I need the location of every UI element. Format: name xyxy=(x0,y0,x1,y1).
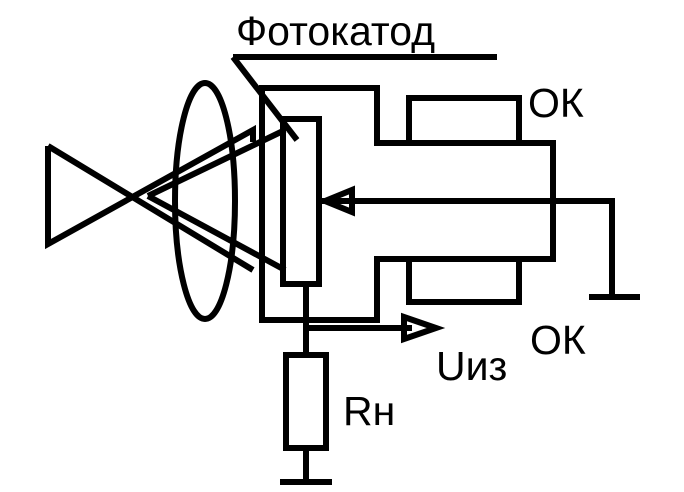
deflection-coil-top-label: ОК xyxy=(528,80,584,126)
output-voltage-label: Uиз xyxy=(436,343,507,389)
photocathode-label: Фотокатод xyxy=(236,8,435,54)
deflection-coil-top xyxy=(406,95,522,143)
lens xyxy=(172,80,238,322)
object-arrow xyxy=(45,124,256,273)
load-resistor xyxy=(283,352,329,451)
photocathode-plate xyxy=(280,116,322,287)
deflection-coil-bottom-label: ОК xyxy=(530,317,586,363)
deflection-coil-bottom xyxy=(406,259,522,305)
photocathode-leader xyxy=(230,54,497,142)
load-resistor-label: Rн xyxy=(343,388,395,434)
tube-envelope xyxy=(259,85,556,323)
electrode-wire xyxy=(322,198,615,297)
electrode-arrowhead xyxy=(317,185,355,217)
output-arrowhead xyxy=(401,312,446,344)
